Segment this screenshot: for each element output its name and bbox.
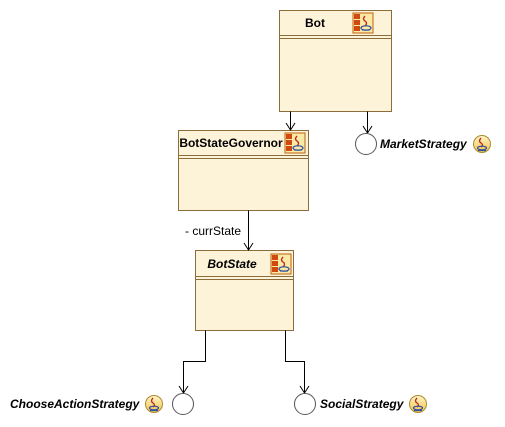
interface-name-market-strategy: MarketStrategy <box>380 137 468 151</box>
interface-market-strategy[interactable]: MarketStrategy <box>355 133 492 155</box>
interface-choose-action-strategy[interactable]: ChooseActionStrategy <box>10 393 194 415</box>
java-interface-icon <box>144 394 164 414</box>
realization-state-to-social <box>285 330 310 394</box>
realization-state-to-choose-action <box>178 330 206 394</box>
association-governor-to-state <box>243 210 254 251</box>
class-box-bot-state[interactable]: BotState <box>195 250 294 331</box>
class-name-bot: Bot <box>305 16 325 30</box>
class-box-bot[interactable]: Bot <box>279 10 392 112</box>
association-bot-to-governor <box>285 111 296 131</box>
java-interface-icon <box>408 394 428 414</box>
interface-name-choose-action-strategy: ChooseActionStrategy <box>10 397 141 411</box>
java-class-icon <box>284 132 306 154</box>
java-interface-icon <box>472 134 492 154</box>
class-box-bot-state-governor[interactable]: BotStateGovernor <box>178 130 309 211</box>
role-label-curr-state: - currState <box>185 224 241 238</box>
java-class-icon <box>352 12 374 34</box>
class-name-bot-state: BotState <box>207 257 257 271</box>
class-name-bot-state-governor: BotStateGovernor <box>179 136 283 150</box>
interface-social-strategy[interactable]: SocialStrategy <box>294 393 428 415</box>
interface-name-social-strategy: SocialStrategy <box>320 397 405 411</box>
java-class-icon <box>270 253 292 275</box>
realization-bot-to-market-strategy <box>362 111 373 134</box>
